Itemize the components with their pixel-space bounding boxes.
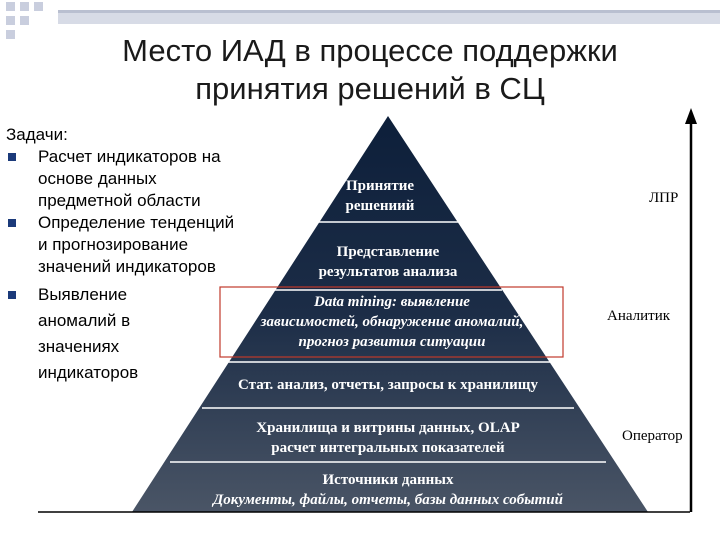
level-decision-line1: Принятие xyxy=(345,178,415,194)
corner-decoration xyxy=(6,2,43,39)
task-item: Определение тенденций и прогнозирование … xyxy=(6,212,246,278)
role-analyst: Аналитик xyxy=(607,308,671,324)
level-decision: Принятие решениий xyxy=(300,176,460,216)
level-sources-line1: Источники данных xyxy=(322,472,454,488)
arrow-head-icon xyxy=(685,108,697,124)
tasks-list: Задачи: Расчет индикаторов на основе дан… xyxy=(6,124,246,386)
level-presentation-line1: Представление xyxy=(336,244,440,260)
level-data-mining-line1: Data mining: выявление xyxy=(314,294,470,310)
level-data-mining-line2: зависимостей, обнаружение аномалий, xyxy=(260,314,524,330)
task-item-text: Определение тенденций и прогнозирование … xyxy=(38,213,235,276)
level-warehouse-line2: расчет интегральных показателей xyxy=(271,440,505,456)
data-mining-highlight-frame xyxy=(219,286,564,358)
task-item: Расчет индикаторов на основе данных пред… xyxy=(6,146,246,212)
pyramid-shape xyxy=(132,116,648,512)
task-item-text: Расчет индикаторов на основе данных пред… xyxy=(38,147,221,210)
page-title: Место ИАД в процессе поддержки принятия … xyxy=(60,32,680,108)
level-sources: Источники данных Документы, файлы, отчет… xyxy=(150,470,626,510)
level-presentation: Представление результатов анализа xyxy=(268,242,508,282)
square-bullet-icon xyxy=(8,153,16,161)
task-item: Выявление аномалий в значениях индикатор… xyxy=(6,282,178,386)
square-bullet-icon xyxy=(8,219,16,227)
level-stat-analysis-line1: Стат. анализ, отчеты, запросы к хранилищ… xyxy=(238,377,538,393)
level-presentation-line2: результатов анализа xyxy=(318,264,458,280)
title-line-1: Место ИАД в процессе поддержки xyxy=(122,33,618,68)
level-sources-line2: Документы, файлы, отчеты, базы данных со… xyxy=(212,492,563,508)
level-data-mining-line3: прогноз развития ситуации xyxy=(298,334,486,350)
tasks-heading: Задачи: xyxy=(6,125,68,144)
title-rule-decoration xyxy=(58,10,720,24)
level-data-mining: Data mining: выявление зависимостей, обн… xyxy=(222,292,562,352)
title-line-2: принятия решений в СЦ xyxy=(195,71,545,106)
task-item-text: Выявление аномалий в значениях индикатор… xyxy=(38,285,139,382)
role-lpr: ЛПР xyxy=(649,190,679,206)
level-warehouse-line1: Хранилища и витрины данных, OLAP xyxy=(256,420,520,436)
level-warehouse: Хранилища и витрины данных, OLAP расчет … xyxy=(190,418,586,458)
square-bullet-icon xyxy=(8,291,16,299)
level-decision-line2: решениий xyxy=(345,198,415,214)
level-stat-analysis: Стат. анализ, отчеты, запросы к хранилищ… xyxy=(198,375,578,395)
role-operator: Оператор xyxy=(622,428,683,444)
